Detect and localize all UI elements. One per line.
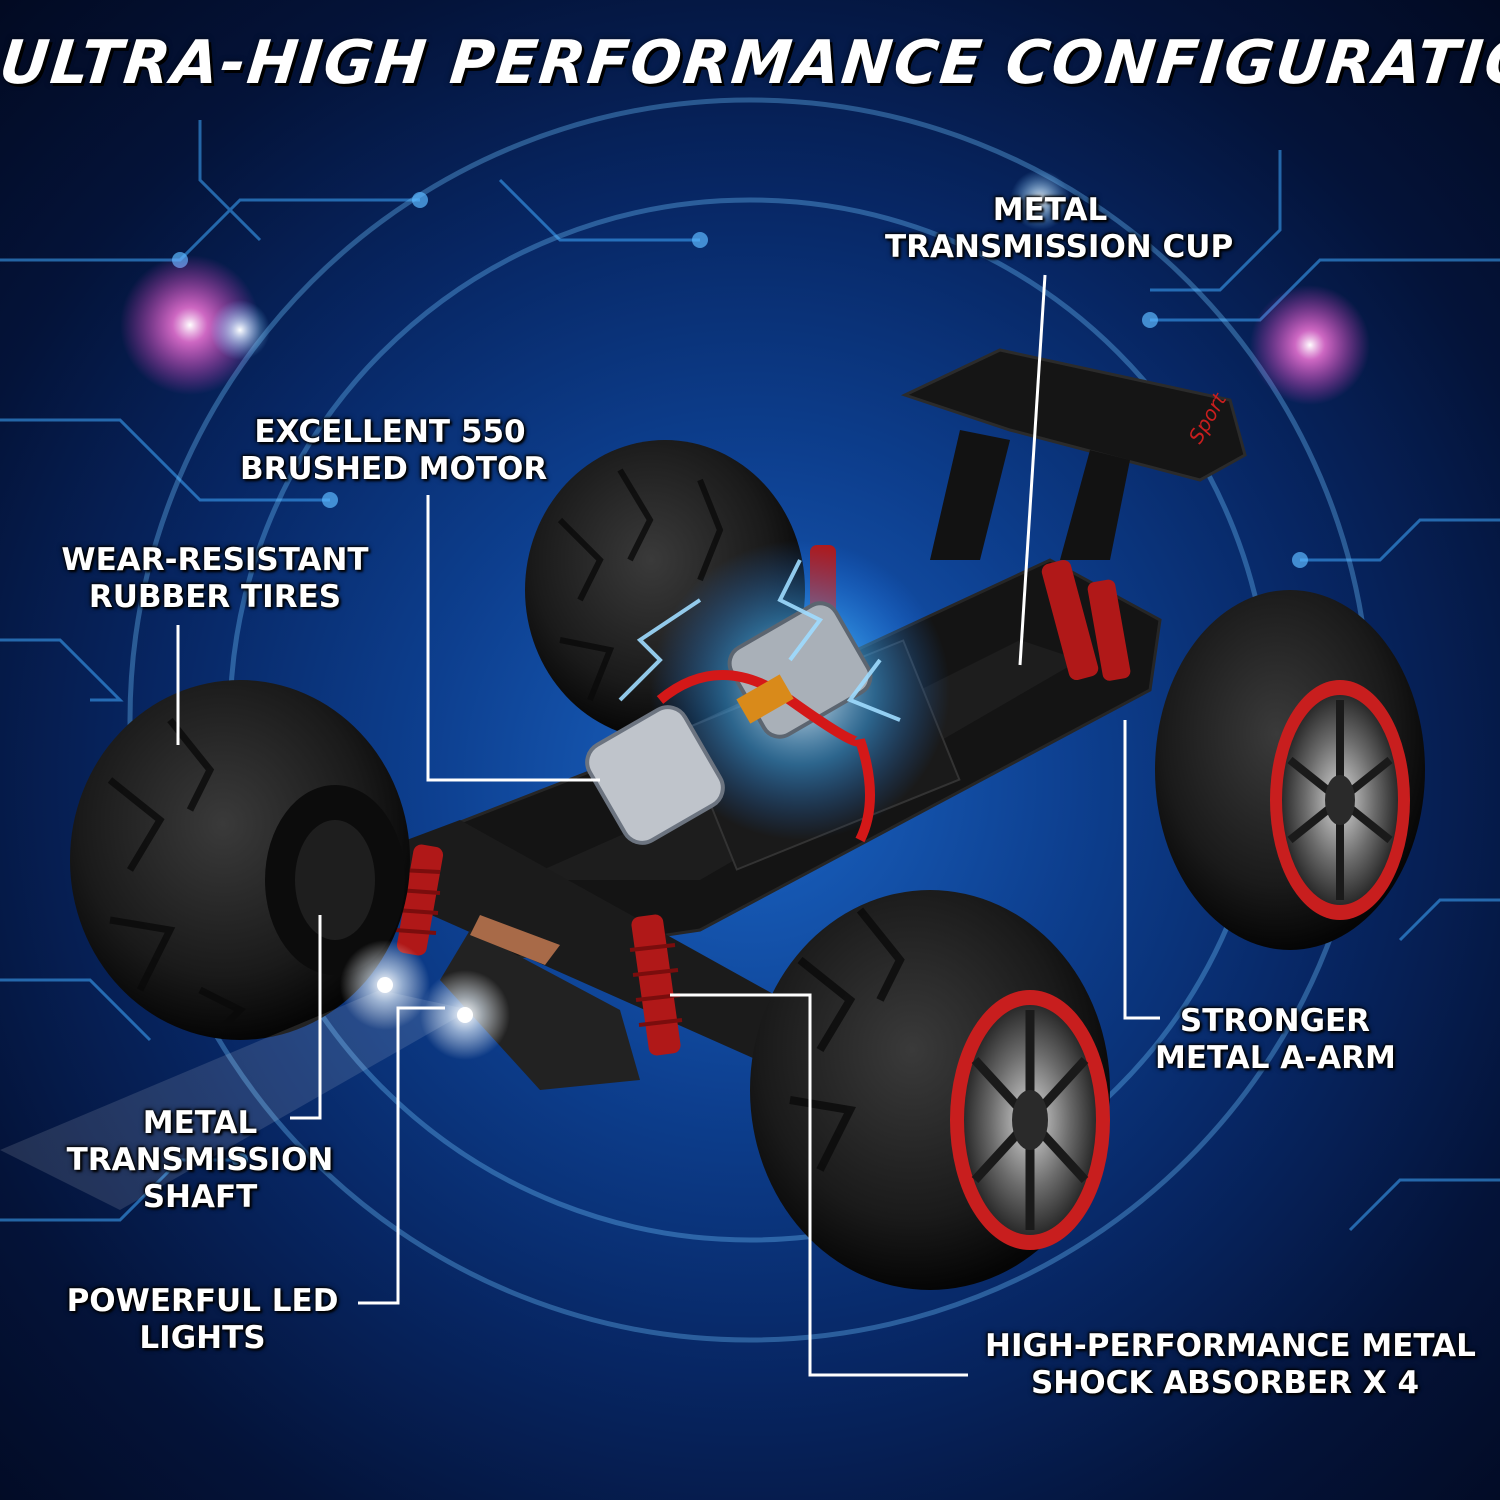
front-right-tire — [750, 890, 1110, 1290]
leader-line-shock — [670, 993, 968, 1377]
callout-a-arm: STRONGER METAL A-ARM — [1155, 1003, 1396, 1077]
callout-transmission-cup-line-2: TRANSMISSION CUP — [885, 229, 1234, 265]
callout-tires: WEAR-RESISTANT RUBBER TIRES — [60, 542, 370, 616]
callout-motor-line-2: BRUSHED MOTOR — [240, 451, 548, 487]
callout-shock-line-1: HIGH-PERFORMANCE METAL — [985, 1328, 1476, 1364]
rear-spoiler: Sport — [900, 348, 1247, 560]
callout-shaft-line-1: METAL — [142, 1105, 258, 1141]
callout-tires-line-2: RUBBER TIRES — [88, 579, 342, 615]
rear-right-tire — [1155, 590, 1425, 950]
callout-a-arm-line-2: METAL A-ARM — [1155, 1040, 1396, 1076]
callout-shaft: METAL TRANSMISSION SHAFT — [60, 1105, 340, 1216]
brushed-motor — [585, 540, 950, 845]
callout-transmission-cup-line-1: METAL — [992, 192, 1108, 228]
headline: ULTRA-HIGH PERFORMANCE CONFIGURATION — [0, 28, 1500, 98]
leader-line-led — [358, 1006, 445, 1305]
callout-shaft-line-2: TRANSMISSION — [66, 1142, 334, 1178]
callout-motor-line-1: EXCELLENT 550 — [254, 414, 526, 450]
callout-transmission-cup: METAL TRANSMISSION CUP — [885, 192, 1234, 266]
leader-line-a-arm — [1123, 720, 1160, 1020]
leader-line-motor — [426, 495, 600, 782]
leader-line-transmission-cup — [1018, 274, 1047, 666]
callout-tires-line-1: WEAR-RESISTANT — [61, 542, 369, 578]
callout-a-arm-line-1: STRONGER — [1179, 1003, 1371, 1039]
callout-shock: HIGH-PERFORMANCE METAL SHOCK ABSORBER X … — [985, 1328, 1476, 1402]
callout-led: POWERFUL LED LIGHTS — [60, 1283, 345, 1357]
callout-led-line-1: POWERFUL LED — [66, 1283, 339, 1319]
front-left-tire — [70, 680, 410, 1040]
callout-motor: EXCELLENT 550 BRUSHED MOTOR — [240, 414, 548, 488]
callout-shock-line-2: SHOCK ABSORBER X 4 — [1030, 1365, 1420, 1401]
callout-shaft-line-3: SHAFT — [142, 1179, 258, 1215]
callout-led-line-2: LIGHTS — [139, 1320, 266, 1356]
leader-line-shaft — [290, 915, 322, 1120]
